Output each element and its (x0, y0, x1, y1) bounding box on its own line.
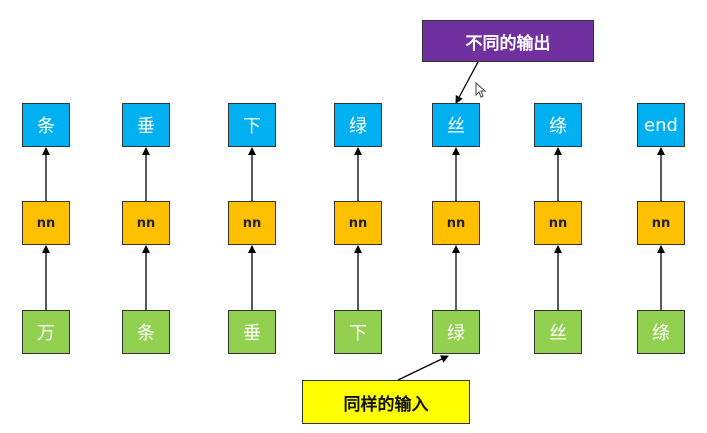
output-box-0: 条 (22, 103, 70, 147)
output-box-3: 绿 (334, 103, 382, 147)
input-box-6: 绦 (637, 310, 685, 354)
output-box-1: 垂 (122, 103, 170, 147)
input-box-2: 垂 (228, 310, 276, 354)
nn-box-0: nn (22, 201, 70, 245)
nn-box-5-label: nn (548, 215, 568, 231)
output-box-0-label: 条 (37, 116, 55, 137)
input-box-2-label: 垂 (243, 323, 261, 344)
input-box-6-label: 绦 (652, 323, 670, 344)
input-box-5: 丝 (534, 310, 582, 354)
input-box-1-label: 条 (137, 323, 155, 344)
nn-box-3-label: nn (348, 215, 368, 231)
nn-box-0-label: nn (36, 215, 56, 231)
nn-box-1: nn (122, 201, 170, 245)
output-box-3-label: 绿 (349, 116, 367, 137)
output-box-2-label: 下 (243, 116, 261, 137)
output-box-1-label: 垂 (137, 116, 155, 137)
output-box-4: 丝 (432, 103, 480, 147)
input-box-1: 条 (122, 310, 170, 354)
nn-box-4: nn (432, 201, 480, 245)
nn-box-2: nn (228, 201, 276, 245)
output-box-2: 下 (228, 103, 276, 147)
mouse-cursor-icon (475, 82, 487, 98)
output-box-5-label: 绦 (549, 116, 567, 137)
output-box-6-label: end (644, 114, 678, 136)
output-box-4-label: 丝 (447, 116, 465, 137)
nn-box-4-label: nn (446, 215, 466, 231)
input-box-3: 下 (334, 310, 382, 354)
input-box-3-label: 下 (349, 323, 367, 344)
input-box-5-label: 丝 (549, 323, 567, 344)
input-callout-pointer (397, 355, 449, 381)
output-callout-label: 不同的输出 (465, 33, 551, 54)
nn-box-3: nn (334, 201, 382, 245)
nn-box-2-label: nn (242, 215, 262, 231)
input-box-4-label: 绿 (447, 323, 465, 344)
nn-box-6: nn (637, 201, 685, 245)
input-box-0: 万 (22, 310, 70, 354)
nn-box-1-label: nn (136, 215, 156, 231)
nn-box-5: nn (534, 201, 582, 245)
input-box-4: 绿 (432, 310, 480, 354)
output-callout: 不同的输出 (422, 20, 594, 62)
output-box-6: end (637, 103, 685, 147)
output-callout-pointer (455, 61, 479, 104)
input-callout-label: 同样的输入 (343, 394, 429, 415)
output-box-5: 绦 (534, 103, 582, 147)
nn-box-6-label: nn (651, 215, 671, 231)
input-callout: 同样的输入 (302, 380, 470, 424)
input-box-0-label: 万 (37, 323, 55, 344)
